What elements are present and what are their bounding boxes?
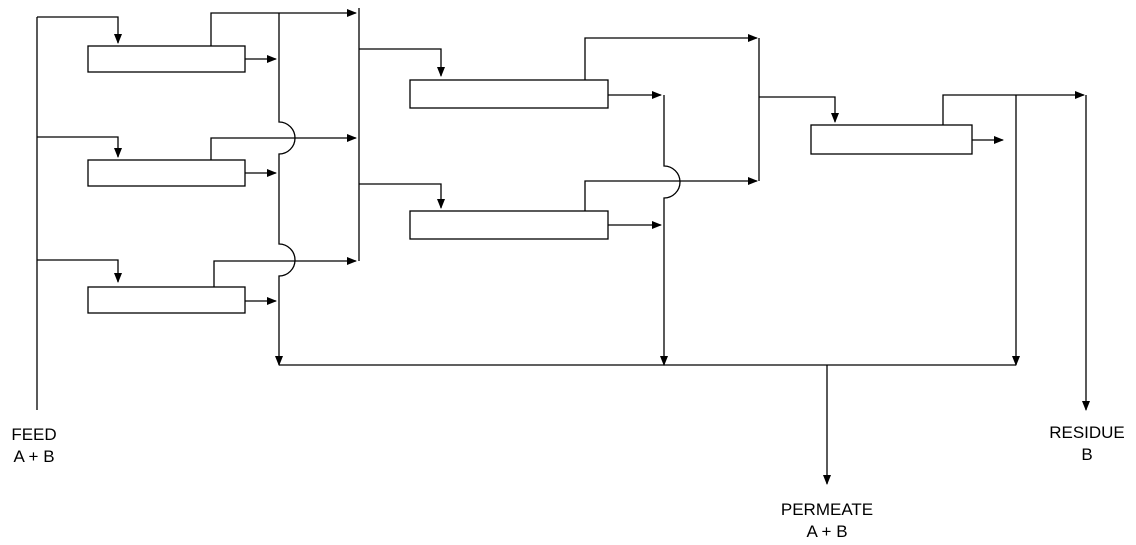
feed-branch-1 [37, 16, 122, 44]
stage2-feed-1 [359, 48, 445, 77]
feed-composition: A + B [13, 447, 55, 466]
stage3-feed [759, 96, 839, 123]
stage2-residue-1 [584, 34, 758, 80]
permeate-name: PERMEATE [780, 500, 874, 519]
feed-branch-3 [37, 259, 122, 283]
stage1-residue-3 [213, 257, 357, 287]
feed-name: FEED [11, 425, 57, 444]
stage1-residue-1 [210, 9, 357, 46]
stage2-feed-2 [359, 183, 445, 209]
stage2-module-1 [409, 79, 609, 109]
feed-label: FEED A + B [4, 424, 64, 468]
stage2-module-2 [409, 210, 609, 240]
stage1-residue-2 [210, 134, 357, 160]
feed-branch-2 [37, 136, 122, 158]
stage3-module [810, 124, 973, 155]
stage2-permeate-collector [660, 95, 681, 366]
stage1-permeate-collector [275, 13, 296, 366]
stage3-residue [942, 91, 1085, 125]
permeate-label: PERMEATE A + B [762, 499, 892, 543]
stage1-module-1 [87, 45, 246, 73]
stage2-residue-2 [584, 177, 758, 211]
residue-composition: B [1081, 445, 1093, 464]
permeate-composition: A + B [806, 522, 848, 541]
residue-label: RESIDUE B [1034, 422, 1136, 466]
stage1-module-2 [87, 159, 246, 187]
residue-name: RESIDUE [1049, 423, 1125, 442]
stage1-module-3 [87, 286, 246, 314]
